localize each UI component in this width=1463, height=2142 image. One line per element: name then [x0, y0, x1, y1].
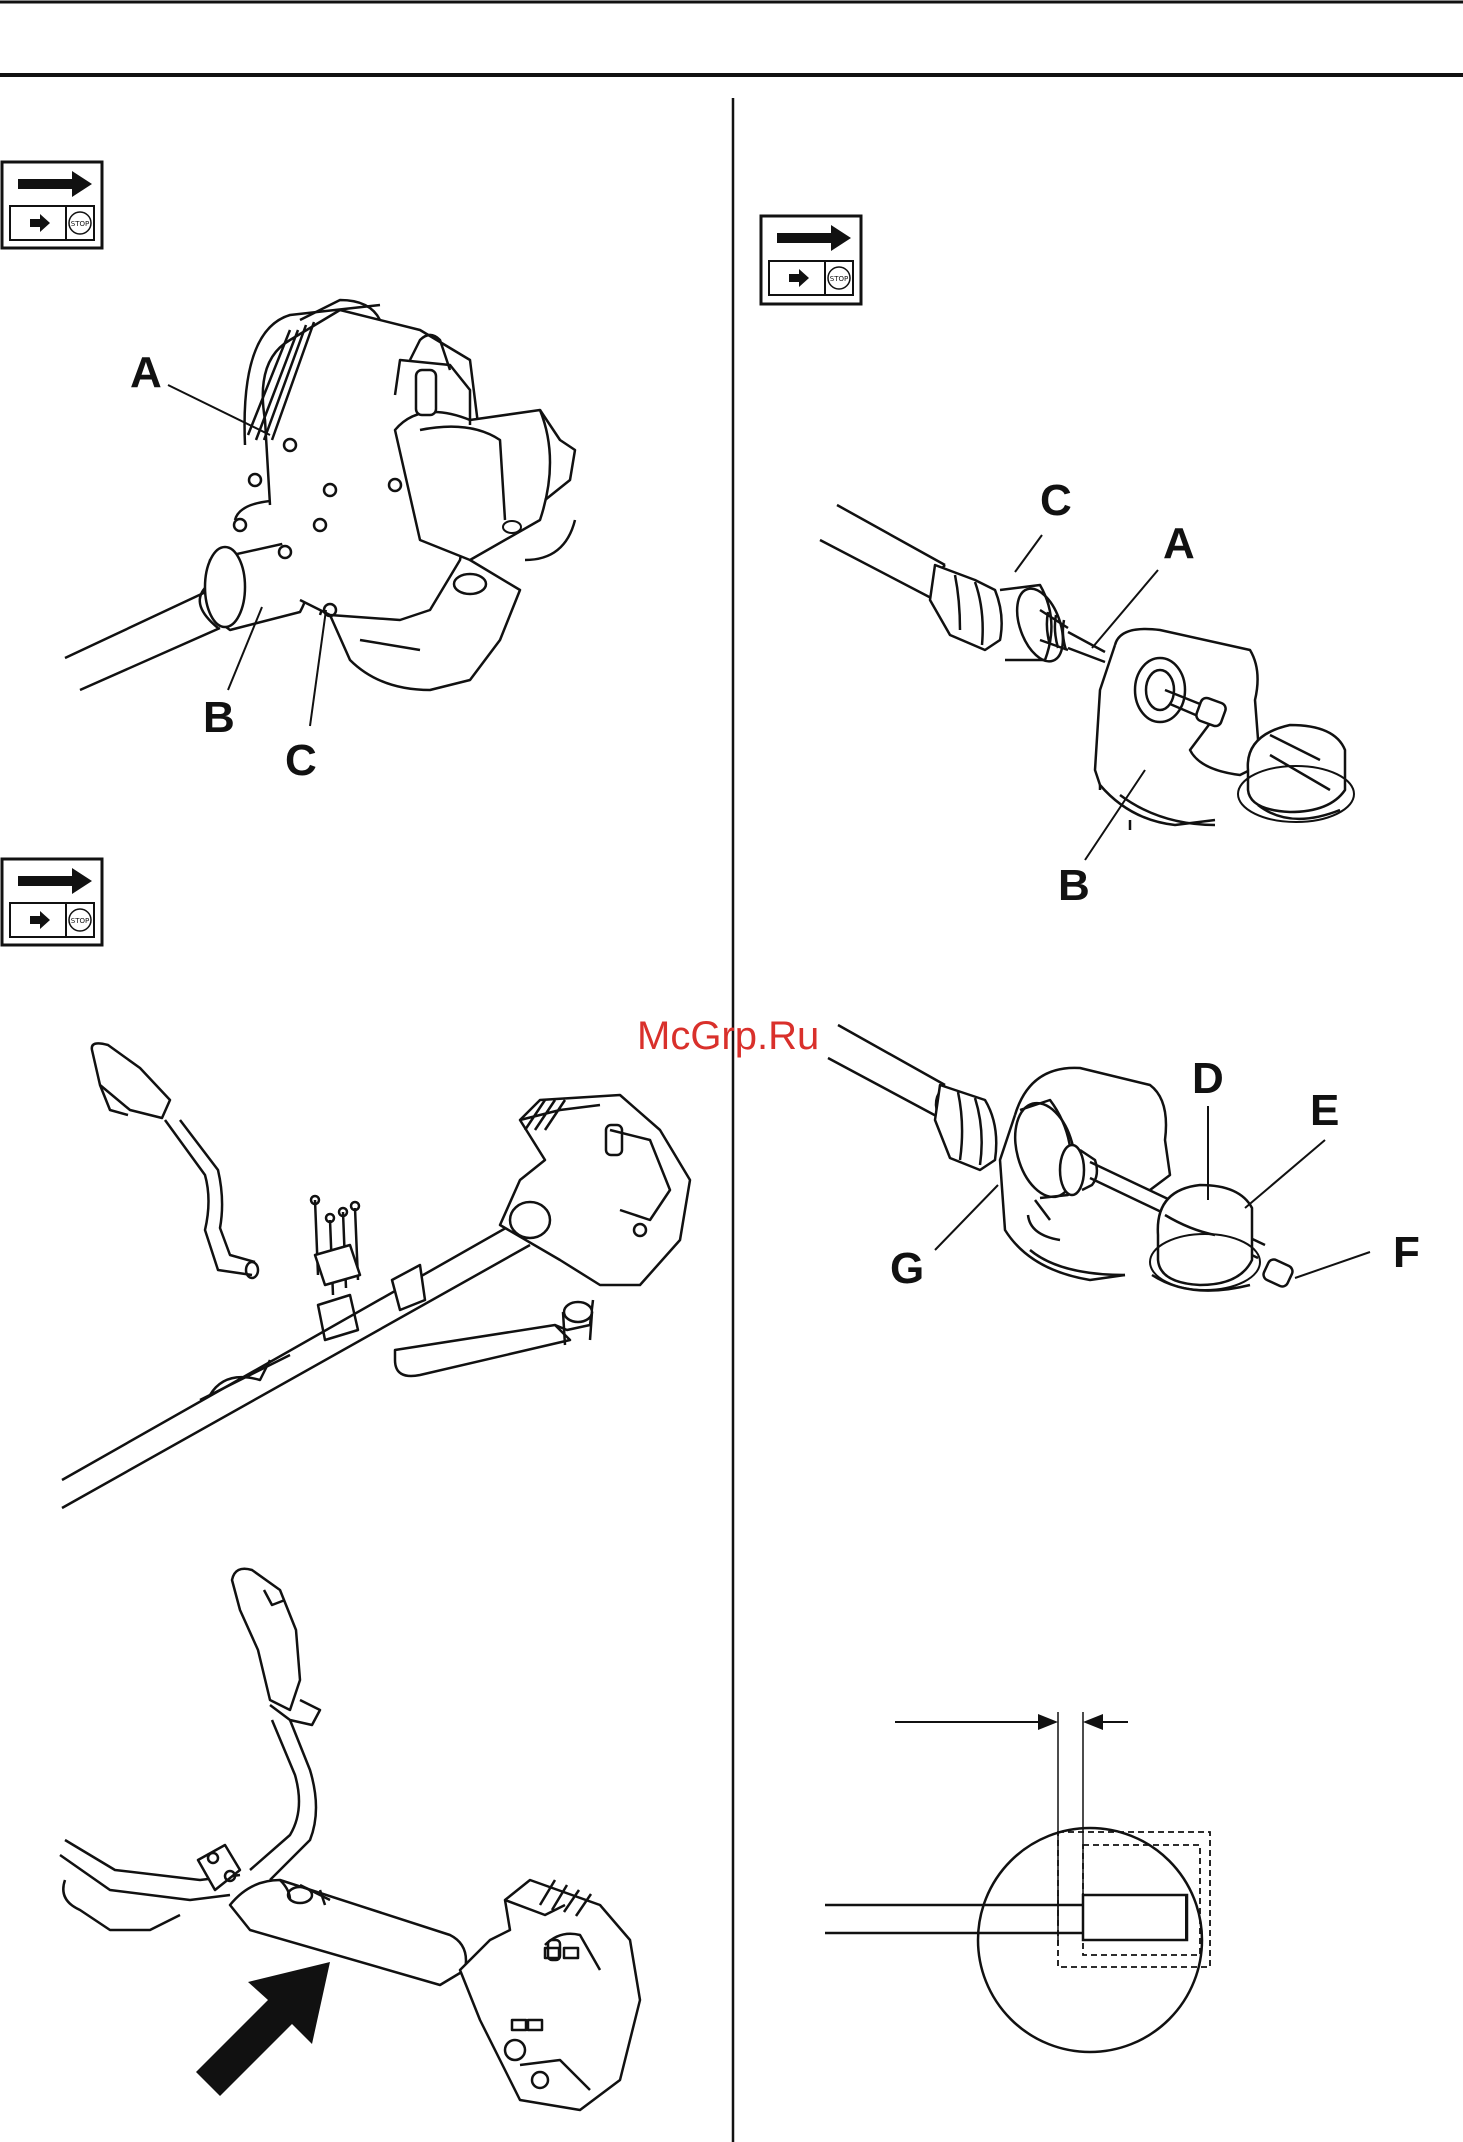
fig1-label-c: C — [285, 736, 317, 785]
figure-handle-assembly-exploded — [62, 1043, 690, 1508]
operation-icon-3: STOP — [761, 216, 861, 304]
stop-icon-text: STOP — [830, 275, 848, 283]
watermark-text: McGrp.Ru — [637, 1014, 819, 1058]
fig3-label-a: A — [1163, 519, 1195, 568]
stop-icon-text: STOP — [71, 220, 89, 228]
fig3-label-b: B — [1058, 861, 1090, 910]
fig4-label-f: F — [1393, 1228, 1420, 1277]
operation-icon-2: STOP — [2, 859, 102, 945]
figure-clearance-detail — [825, 1712, 1210, 2052]
fig1-label-a: A — [130, 348, 162, 397]
stop-icon-text: STOP — [71, 917, 89, 925]
direction-arrow-icon — [196, 1962, 330, 2096]
operation-icon-1: STOP — [2, 162, 102, 248]
fig1-label-b: B — [203, 693, 235, 742]
fig4-label-g: G — [890, 1244, 924, 1293]
fig4-label-e: E — [1310, 1086, 1339, 1135]
figure-handle-mounted — [60, 1569, 640, 2110]
fig3-label-c: C — [1040, 476, 1072, 525]
fig4-label-d: D — [1192, 1054, 1224, 1103]
figure-throttle-cable-detail — [820, 505, 1354, 860]
